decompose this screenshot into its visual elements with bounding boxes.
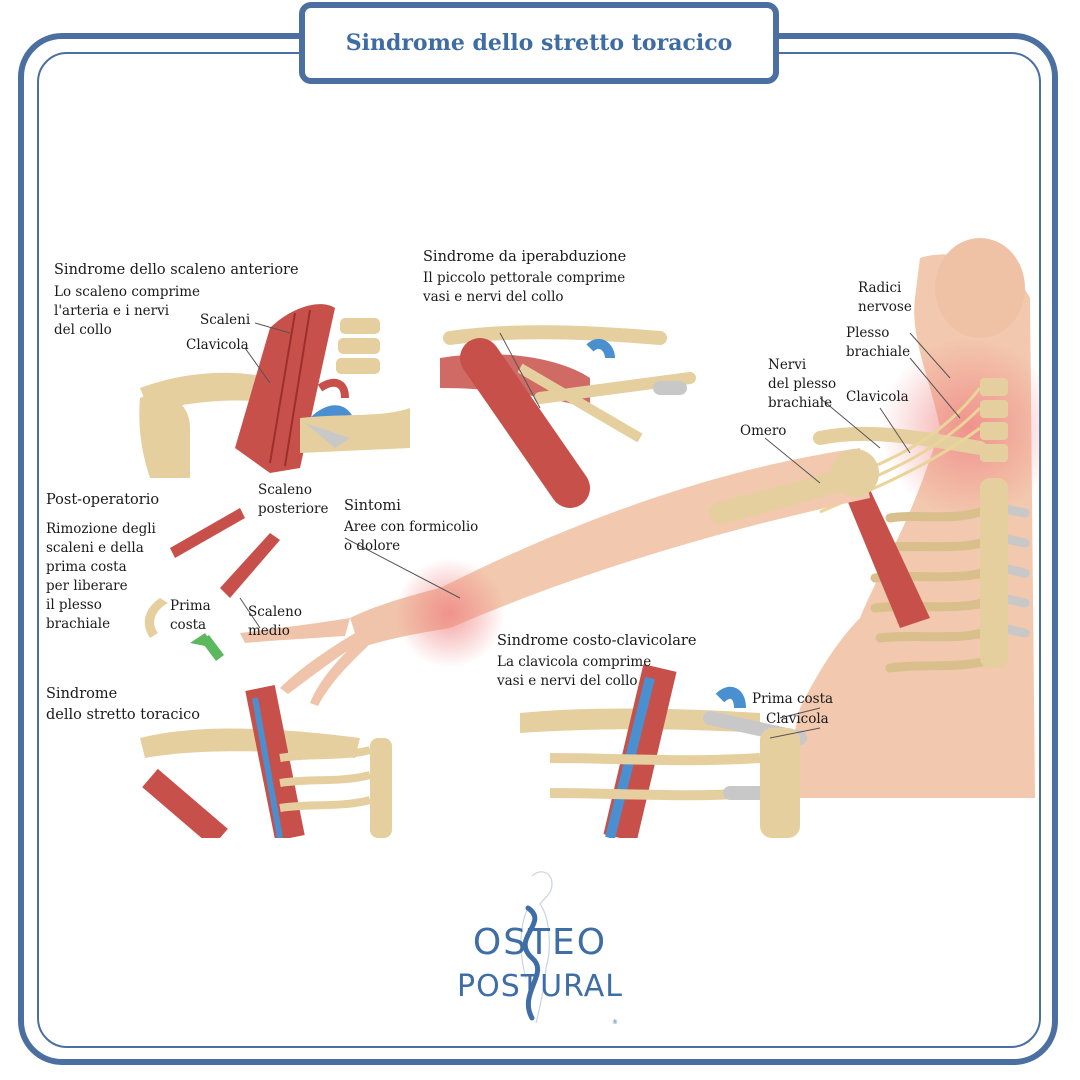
label-postop-line3: prima costa	[46, 559, 127, 575]
label-postop-line2: scaleni e della	[46, 540, 144, 556]
label-iperabduzione-line2: vasi e nervi del collo	[423, 289, 564, 305]
label-prima-costa-2: Prima costa	[752, 691, 834, 707]
inset-iperabduzione	[440, 325, 696, 508]
label-scaleno-medio-line1: Scaleno	[248, 604, 302, 620]
label-clavicola-3: Clavicola	[766, 711, 829, 727]
label-postop-line1: Rimozione degli	[46, 521, 156, 537]
label-scaleno-anteriore-line2: l'arteria e i nervi	[54, 303, 170, 319]
label-scaleno-posteriore-line2: posteriore	[258, 501, 329, 517]
label-radici-line2: nervose	[858, 299, 912, 315]
anatomy-illustration	[139, 238, 1040, 838]
label-stretto-line2: dello stretto toracico	[46, 707, 200, 723]
inset-stretto-toracico	[140, 685, 392, 838]
logo-line1: OSTEO	[473, 922, 607, 963]
label-nervi-line2: del plesso	[768, 376, 837, 392]
logo-registered-mark: ®	[612, 1019, 618, 1026]
label-sintomi-line2: o dolore	[344, 538, 401, 554]
label-costo-clavicolare-line1: La clavicola comprime	[497, 654, 652, 670]
label-clavicola-2: Clavicola	[846, 389, 909, 405]
label-postop-line4: per liberare	[46, 578, 128, 594]
label-iperabduzione-line1: Il piccolo pettorale comprime	[423, 270, 626, 286]
title-box: Sindrome dello stretto toracico	[299, 2, 779, 84]
inset-post-operatorio	[144, 508, 280, 661]
label-radici-line1: Radici	[858, 280, 902, 296]
osteo-postural-logo: OSTEO POSTURAL ®	[457, 871, 623, 1026]
label-nervi-line3: brachiale	[768, 395, 833, 411]
label-sintomi-line1: Aree con formicolio	[344, 519, 479, 535]
label-scaleni: Scaleni	[200, 312, 251, 328]
label-scaleno-medio-line2: medio	[248, 623, 290, 639]
torso-figure	[780, 238, 1040, 799]
inset-costo-clavicolare	[520, 664, 807, 838]
inset-scaleno-anteriore	[139, 304, 410, 478]
label-clavicola-1: Clavicola	[186, 337, 249, 353]
label-postop-line6: brachiale	[46, 616, 111, 632]
arm	[240, 448, 879, 706]
label-scaleno-anteriore-line3: del collo	[54, 322, 112, 338]
label-nervi-line1: Nervi	[768, 357, 807, 373]
label-sintomi-title: Sintomi	[344, 498, 401, 514]
label-scaleno-anteriore-title: Sindrome dello scaleno anteriore	[54, 262, 299, 278]
label-postop-title: Post-operatorio	[46, 492, 160, 508]
leader-lines	[239, 322, 961, 739]
label-prima-costa-line1: Prima	[170, 598, 211, 614]
label-omero: Omero	[740, 423, 787, 439]
label-stretto-line1: Sindrome	[46, 686, 118, 702]
label-costo-clavicolare-line2: vasi e nervi del collo	[497, 673, 638, 689]
label-prima-costa-line2: costa	[170, 617, 207, 633]
page-title: Sindrome dello stretto toracico	[345, 30, 733, 56]
logo-line2: POSTURAL	[457, 969, 623, 1004]
label-plesso-line1: Plesso	[846, 325, 890, 341]
label-costo-clavicolare-title: Sindrome costo-clavicolare	[497, 633, 697, 649]
label-postop-line5: il plesso	[46, 597, 102, 613]
label-scaleno-anteriore-line1: Lo scaleno comprime	[54, 284, 201, 300]
label-plesso-line2: brachiale	[846, 344, 911, 360]
label-scaleno-posteriore-line1: Scaleno	[258, 482, 312, 498]
label-iperabduzione-title: Sindrome da iperabduzione	[423, 249, 627, 265]
